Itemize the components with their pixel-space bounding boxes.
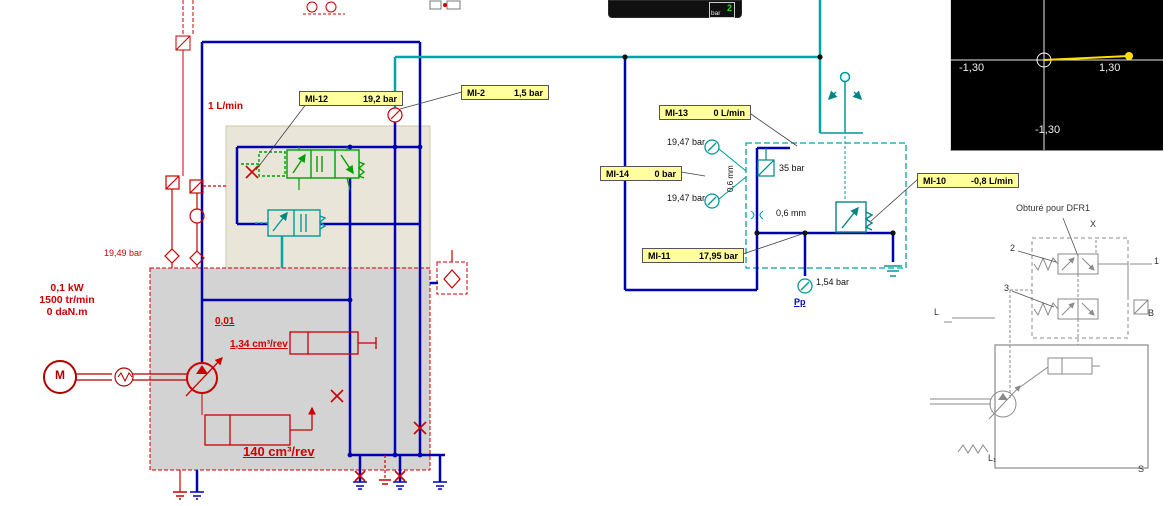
- motor-speed: 1500 tr/min: [39, 294, 95, 306]
- displacement-small: 1,34 cm³/rev: [230, 339, 288, 350]
- filter-symbol: [757, 148, 775, 177]
- red-control-components: [164, 107, 461, 500]
- meter-id: MI-14: [606, 168, 630, 179]
- xy-plot-axes: [951, 0, 1163, 150]
- meter-mi11[interactable]: MI-11 17,95 bar: [642, 248, 744, 263]
- xy-y-min-label: -1,30: [1035, 124, 1061, 136]
- dfr1-port-s: S: [1138, 464, 1145, 474]
- tank-symbols: [190, 481, 447, 500]
- meter-mi14[interactable]: MI-14 0 bar: [600, 166, 682, 181]
- displacement-main: 140 cm³/rev: [243, 444, 315, 459]
- pressure-readout-display[interactable]: 2 bar: [608, 0, 742, 18]
- pilot-pressure-label: 1,54 bar: [816, 277, 850, 287]
- relief-valve-symbol: [835, 201, 874, 233]
- meter-value: 19,2 bar: [362, 93, 397, 104]
- dfr1-port-x: X: [1090, 219, 1097, 229]
- meter-value: 0 bar: [654, 168, 676, 179]
- motor-data-block: 0,1 kW 1500 tr/min 0 daN.m: [12, 282, 122, 318]
- pump-pistons: [204, 331, 377, 446]
- dfr1-port-l1: L₁: [988, 453, 997, 463]
- motor-symbol: [43, 360, 187, 394]
- pressure-gauge-icons: [704, 139, 813, 294]
- meter-value: -0,8 L/min: [970, 175, 1013, 186]
- orifice-horizontal-label: 0,6 mm: [776, 208, 807, 218]
- blue-pressure-lines: [195, 40, 895, 492]
- pressure-annotation: 19,49 bar: [104, 248, 143, 258]
- teal-directional-valve: [253, 209, 327, 237]
- xy-x-max-label: 1,30: [1099, 62, 1121, 74]
- pp-link[interactable]: Pp: [794, 297, 806, 307]
- relief-setting-label: 35 bar: [779, 163, 805, 173]
- pump-symbol: [185, 357, 223, 415]
- top-fragments: [175, 0, 461, 176]
- meter-mi12[interactable]: MI-12 19,2 bar: [299, 91, 403, 106]
- meter-value: 0 L/min: [713, 107, 745, 118]
- dfr1-schematic: [930, 217, 1152, 469]
- teal-pilot-lines: [280, 0, 822, 268]
- meter-mi13[interactable]: MI-13 0 L/min: [659, 105, 751, 120]
- meter-id: MI-12: [305, 93, 329, 104]
- meter-id: MI-11: [648, 250, 671, 261]
- meter-value: 1,5 bar: [513, 87, 543, 98]
- dfr1-note: Obturé pour DFR1: [1016, 203, 1091, 213]
- green-directional-valve: [240, 147, 366, 191]
- meter-value: 17,95 bar: [698, 250, 738, 261]
- meter-id: MI-10: [923, 175, 947, 186]
- meter-mi10[interactable]: MI-10 -0,8 L/min: [917, 173, 1019, 188]
- readout-unit: bar: [711, 10, 721, 17]
- displacement-small-label: 0,01: [215, 316, 235, 327]
- dfr1-port-b: B: [1148, 308, 1155, 318]
- motor-torque: 0 daN.m: [46, 306, 88, 318]
- teal-detail-lines: [718, 136, 902, 277]
- leader-lines: [255, 91, 919, 255]
- orifice-vertical-label: 0,6 mm: [726, 165, 735, 192]
- meter-id: MI-2: [467, 87, 485, 98]
- meter-id: MI-13: [665, 107, 689, 118]
- xy-plot-panel[interactable]: -1,30 1,30 -1,30: [950, 0, 1163, 151]
- junction-dots: [347, 54, 896, 458]
- gauge-bottom-reading: 19,47 bar: [666, 193, 705, 203]
- control-dashed-box: [745, 142, 907, 269]
- motor-letter: M: [55, 368, 65, 382]
- xy-trace-dot: [1125, 52, 1133, 60]
- gauge-top-reading: 19,47 bar: [666, 137, 705, 147]
- readout-cell: 2 bar: [709, 2, 735, 18]
- dfr1-ref-3: 3: [1004, 283, 1010, 293]
- flow-annotation: 1 L/min: [208, 101, 244, 112]
- pilot-dashed-box: [436, 261, 468, 295]
- dfr1-port-l: L: [934, 307, 940, 317]
- readout-digit: 2: [726, 3, 732, 13]
- dfr1-ref-1: 1: [1154, 256, 1160, 266]
- joystick-icon[interactable]: [820, 71, 863, 134]
- dfr1-ref-2: 2: [1010, 243, 1016, 253]
- xy-trace-line: [1043, 55, 1130, 61]
- xy-x-min-label: -1,30: [959, 62, 985, 74]
- meter-mi2[interactable]: MI-2 1,5 bar: [461, 85, 549, 100]
- motor-power: 0,1 kW: [50, 282, 84, 294]
